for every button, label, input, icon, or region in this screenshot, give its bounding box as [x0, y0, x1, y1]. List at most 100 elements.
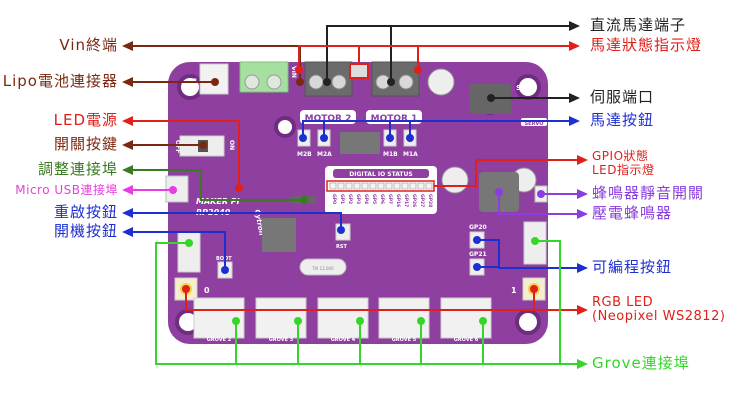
m1a-silk: M1A — [403, 151, 418, 158]
gpio-status-led — [417, 182, 425, 190]
callout-prog-button — [477, 239, 578, 269]
grove-dot — [232, 317, 240, 325]
label-lipo: Lipo電池連接器 — [2, 72, 118, 90]
motor-screw — [331, 74, 347, 90]
grove-label: GROVE 6 — [454, 337, 479, 343]
digital-io-title-box — [333, 169, 429, 178]
gpio-status-led — [345, 182, 353, 190]
gpio-pin-label: GP2 — [347, 194, 353, 204]
gpio-status-led — [361, 182, 369, 190]
capacitor — [427, 68, 455, 96]
gpio-pin-label: GP3 — [355, 194, 361, 204]
label-prog-button: 可編程按鈕 — [592, 258, 673, 276]
label-motor-button: 馬達按鈕 — [590, 111, 655, 129]
m1b-silk: M1B — [383, 151, 398, 158]
gpio-status-led — [329, 182, 337, 190]
arrow-right-icon — [569, 93, 580, 103]
vin-screw — [244, 74, 260, 90]
dot — [185, 239, 193, 247]
label-gpio-led-2: LED指示燈 — [592, 163, 655, 177]
label-dc-motor: 直流馬達端子 — [590, 16, 687, 34]
dot — [387, 78, 395, 86]
crystal-label: TAI 12.000 — [311, 266, 334, 271]
grove-drops — [232, 317, 487, 364]
dot — [211, 78, 219, 86]
label-motor-led: 馬達狀態指示燈 — [590, 36, 703, 54]
gpio-pin-label: GP6 — [379, 194, 385, 204]
arrowheads — [122, 21, 588, 369]
label-micro-usb: Micro USB連接埠 — [15, 183, 118, 197]
motor1-label: MOTOR 1 — [371, 114, 418, 124]
label-servo: 伺服端口 — [590, 88, 655, 106]
arrow-right-icon — [577, 359, 588, 369]
arrow-right-icon — [577, 155, 588, 165]
label-buzzer: 壓電蜂鳴器 — [592, 204, 673, 222]
grove-label: GROVE 4 — [331, 337, 356, 343]
gpio-pin-label: GP27 — [419, 194, 425, 207]
servo-s-silk: S — [516, 84, 521, 92]
gpio-pin-label: GP17 — [403, 194, 409, 207]
motor-led-pair — [349, 63, 369, 79]
arrow-left-icon — [122, 116, 133, 126]
m2b-silk: M2B — [297, 151, 312, 158]
gpio-status-led — [393, 182, 401, 190]
servo-label: SERVO — [525, 121, 544, 127]
callout-grove-7 — [535, 240, 561, 364]
gpio-status-led — [425, 182, 433, 190]
gpio-pin-label: GP4 — [363, 194, 369, 204]
callout-boot — [132, 231, 226, 269]
dot — [169, 186, 177, 194]
motor-screw — [308, 74, 324, 90]
mount-hole — [274, 116, 296, 138]
callout-grove — [155, 242, 578, 365]
dot — [406, 134, 414, 142]
capacitor — [441, 166, 469, 194]
rp2040-chip — [262, 218, 296, 252]
label-gpio-led-1: GPIO狀態 — [592, 149, 649, 163]
label-rgb-led-1: RGB LED — [592, 295, 654, 310]
arrow-right-icon — [569, 116, 580, 126]
motor2-label: MOTOR 2 — [305, 114, 352, 124]
arrow-left-icon — [122, 185, 133, 195]
arrow-left-icon — [122, 140, 133, 150]
grove-dot — [417, 317, 425, 325]
arrow-right-icon — [577, 305, 588, 315]
arrow-left-icon — [122, 208, 133, 218]
arrow-left-icon — [122, 227, 133, 237]
arrow-right-icon — [577, 189, 588, 199]
label-boot: 開機按鈕 — [53, 222, 118, 240]
dot — [323, 78, 331, 86]
mount-hole — [515, 309, 541, 335]
gpio-status-led — [353, 182, 361, 190]
callout-led-power — [132, 120, 240, 188]
board-name: MAKER PI — [196, 197, 240, 206]
label-buzzer-switch: 蜂鳴器靜音開關 — [592, 184, 705, 202]
callout-rgb — [185, 289, 578, 311]
dot — [537, 190, 545, 198]
grove-label: GROVE 2 — [207, 337, 232, 343]
vin-screw — [266, 74, 282, 90]
label-power-switch: 開關按鍵 — [53, 135, 118, 153]
grove-dot — [479, 317, 487, 325]
label-vin: Vin終端 — [59, 36, 118, 54]
m2a-silk: M2A — [317, 151, 332, 158]
grove-label: GROVE 5 — [392, 337, 417, 343]
gpio-pin-label: GP1 — [339, 194, 345, 204]
callout-motor-button — [302, 120, 570, 138]
label-rgb-led-2: (Neopixel WS2812) — [592, 309, 726, 324]
dot — [221, 266, 229, 274]
arrow-right-icon — [569, 21, 580, 31]
grove-dot — [294, 317, 302, 325]
off-silk: OFF — [174, 140, 181, 153]
dot — [386, 134, 394, 142]
led-0-num: 0 — [204, 286, 210, 295]
dot — [531, 237, 539, 245]
arrow-left-icon — [122, 77, 133, 87]
label-tuning-port: 調整連接埠 — [37, 160, 118, 178]
callout-gpio-led — [434, 159, 578, 187]
dot — [295, 66, 303, 74]
crystal — [299, 258, 347, 276]
arrow-right-icon — [569, 41, 580, 51]
led-1-num: 1 — [511, 286, 517, 295]
callout-tuning — [132, 169, 304, 201]
